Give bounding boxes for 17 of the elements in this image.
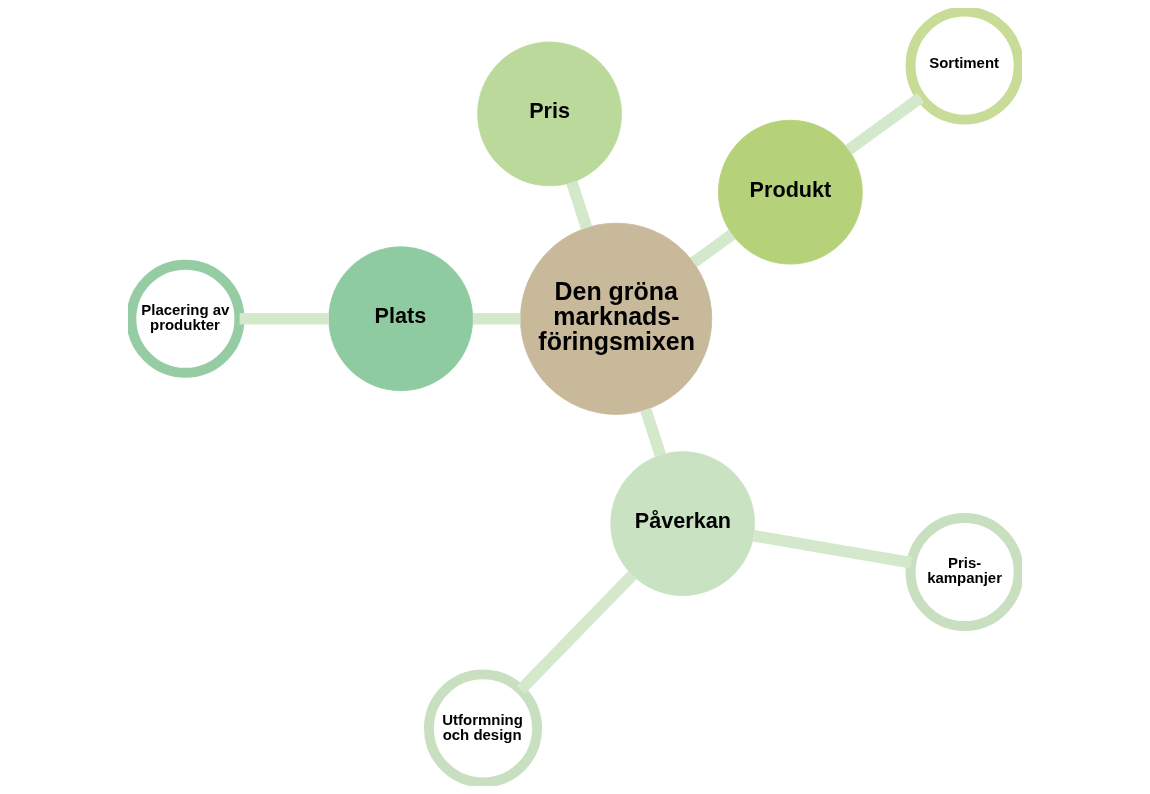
node-circle: Plats (328, 246, 474, 392)
connector (640, 408, 666, 457)
node-circle: Utformning och design (423, 669, 543, 786)
connector (516, 571, 637, 694)
node-circle: Produkt (718, 119, 863, 265)
connector (239, 312, 329, 325)
node-circle: Placering av produkter (128, 259, 245, 378)
connector (845, 92, 925, 155)
node-circle: Pris- kampanjer (905, 512, 1022, 631)
connector (472, 312, 521, 325)
node-circle: Påverkan (610, 451, 756, 596)
connector (752, 530, 913, 569)
node-circle: Pris (477, 41, 622, 187)
node-circle: Den gröna marknads- föringsmixen (520, 222, 713, 415)
connector (690, 229, 736, 268)
node-circle: Sortiment (905, 8, 1022, 125)
connector (566, 180, 593, 230)
